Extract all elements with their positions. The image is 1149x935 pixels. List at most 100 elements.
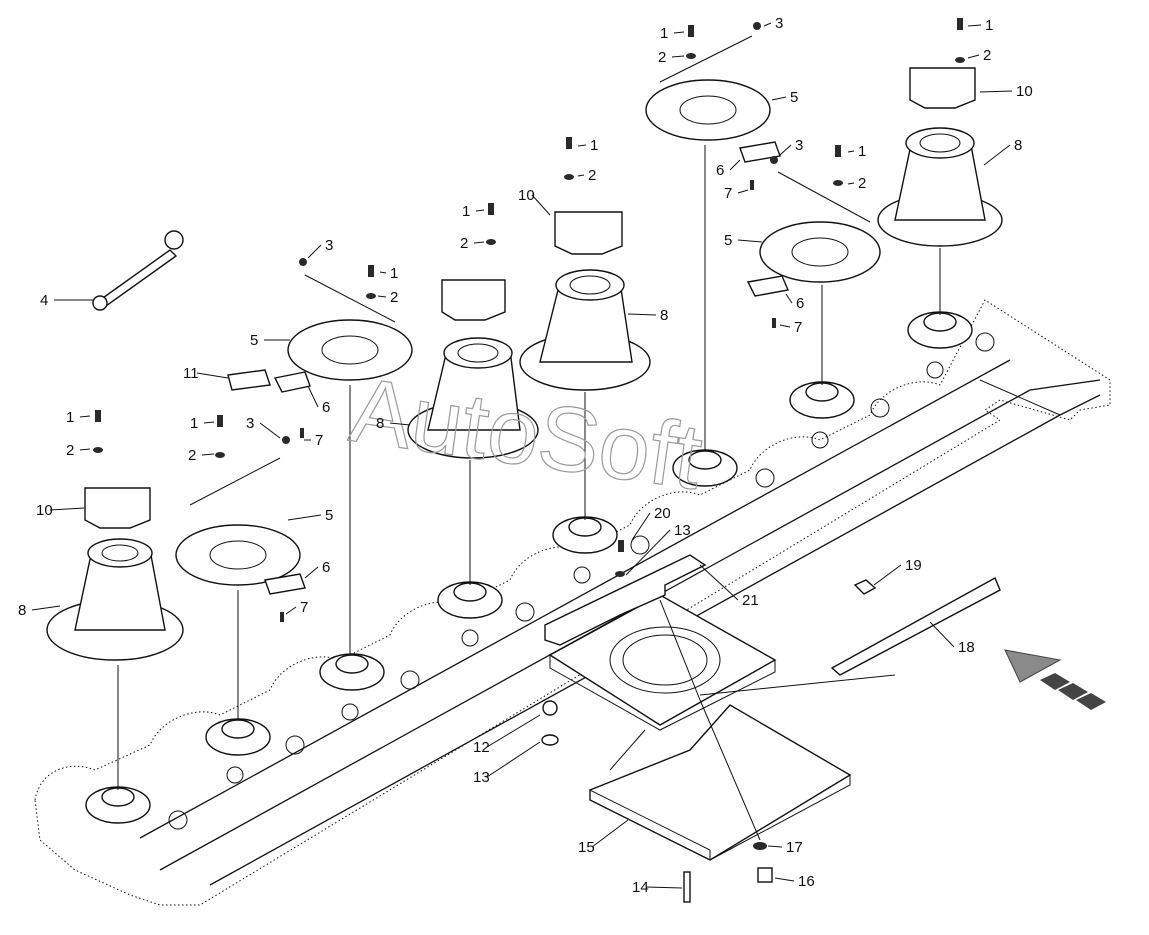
callout-c8a: 8 (18, 602, 26, 619)
callout-c11: 11 (183, 365, 199, 382)
callout-c12: 12 (473, 739, 490, 756)
callout-leader-c8d (389, 422, 411, 426)
callout-leader-c2e (577, 174, 585, 177)
callout-leader-c1e (577, 144, 587, 147)
callout-leader-c20 (631, 512, 651, 541)
washer-13 (541, 734, 559, 746)
callout-leader-c7g (779, 324, 791, 328)
callout-leader-c10d (531, 194, 551, 216)
callout-c6g: 6 (796, 295, 804, 312)
watermark-text: AutoSoft (344, 359, 708, 509)
callout-c20: 20 (654, 505, 671, 522)
nut-19 (853, 579, 877, 595)
guard-plate (589, 704, 852, 861)
disc-5-d (759, 221, 881, 283)
callout-c8e: 8 (660, 307, 668, 324)
callout-leader-c10h (979, 90, 1013, 93)
callout-leader-c12 (486, 714, 541, 748)
callout-c2f: 2 (658, 49, 666, 66)
callout-c5c: 5 (250, 332, 258, 349)
callout-c1h: 1 (985, 17, 993, 34)
callout-leader-c1h (967, 24, 982, 27)
callout-c13b: 13 (473, 769, 490, 786)
disc-5-b (175, 524, 301, 586)
callout-c7c: 7 (315, 432, 323, 449)
knife-6-d (746, 275, 789, 297)
fasteners (93, 18, 965, 903)
callout-leader-c5f (771, 96, 787, 101)
callout-leader-c6g (785, 293, 793, 304)
callout-c6b: 6 (322, 559, 330, 576)
callout-leader-c3f (763, 22, 772, 27)
callout-c14: 14 (632, 879, 649, 896)
callout-c1b: 1 (190, 415, 198, 432)
callout-c19: 19 (905, 557, 922, 574)
travel-direction-arrow-icon (1004, 649, 1106, 710)
callout-leader-c5g (737, 239, 763, 243)
callout-leader-c1b (203, 421, 215, 424)
callout-c1e: 1 (590, 137, 598, 154)
callout-leader-c1g (847, 150, 855, 153)
gearbox-plate (548, 594, 777, 731)
callout-c3f: 3 (775, 15, 783, 32)
callout-leader-c1f (673, 31, 685, 34)
callout-c1g: 1 (858, 143, 866, 160)
callout-c15: 15 (578, 839, 595, 856)
callout-c7g: 7 (794, 319, 802, 336)
callout-leader-c6f (729, 159, 741, 171)
callout-c1d: 1 (462, 203, 470, 220)
callout-leader-c14 (645, 886, 683, 889)
callout-c3b: 3 (246, 415, 254, 432)
nut-12 (542, 700, 558, 716)
hub-8 (907, 311, 973, 349)
callout-leader-c6b (304, 566, 319, 579)
disc-hubs (85, 311, 973, 824)
knife-6-c (739, 141, 781, 163)
callout-leader-c8a (31, 605, 61, 611)
callout-leader-c2d (473, 241, 485, 244)
callout-c16: 16 (798, 873, 815, 890)
callout-c7f: 7 (724, 185, 732, 202)
wrench-icon (92, 230, 184, 311)
callout-c2e: 2 (588, 167, 596, 184)
callout-c8h: 8 (1014, 137, 1022, 154)
callout-leader-c2c (377, 295, 387, 298)
callout-leader-c2b (201, 453, 215, 456)
callout-leader-c8e (627, 313, 657, 316)
drum-8-left (46, 538, 184, 661)
callout-leader-c2f (671, 55, 685, 58)
knife-6-a (273, 371, 311, 393)
bolt-14 (683, 871, 691, 903)
callout-leader-c18 (929, 621, 955, 648)
washer-17 (753, 842, 767, 850)
callout-c8d: 8 (376, 415, 384, 432)
callout-c13a: 13 (674, 522, 691, 539)
callout-c2c: 2 (390, 289, 398, 306)
callout-c10d: 10 (518, 187, 535, 204)
callout-c10a: 10 (36, 502, 53, 519)
callout-c2a: 2 (66, 442, 74, 459)
callout-leader-c3g (779, 144, 792, 156)
callout-leader-c2g (847, 182, 855, 185)
hub-7 (789, 381, 855, 419)
callout-leader-c19 (873, 564, 902, 586)
callout-leader-c1c (379, 271, 387, 274)
plate-11 (227, 369, 271, 391)
callout-c1a: 1 (66, 409, 74, 426)
callout-leader-c15 (591, 819, 629, 848)
bracket-21 (544, 554, 707, 646)
disc-5-a (287, 319, 413, 381)
bolt-16 (757, 867, 773, 883)
cap-10-right (909, 67, 976, 109)
callout-leader-c8h (983, 144, 1011, 166)
hub-2 (205, 718, 271, 756)
disc-5-c (645, 79, 771, 141)
bearing-rings (168, 332, 995, 830)
callout-leader-c7b (285, 606, 297, 615)
callout-c21: 21 (742, 592, 759, 609)
callout-c5b: 5 (325, 507, 333, 524)
hub-4 (437, 581, 503, 619)
callout-leader-c2a (79, 448, 91, 451)
